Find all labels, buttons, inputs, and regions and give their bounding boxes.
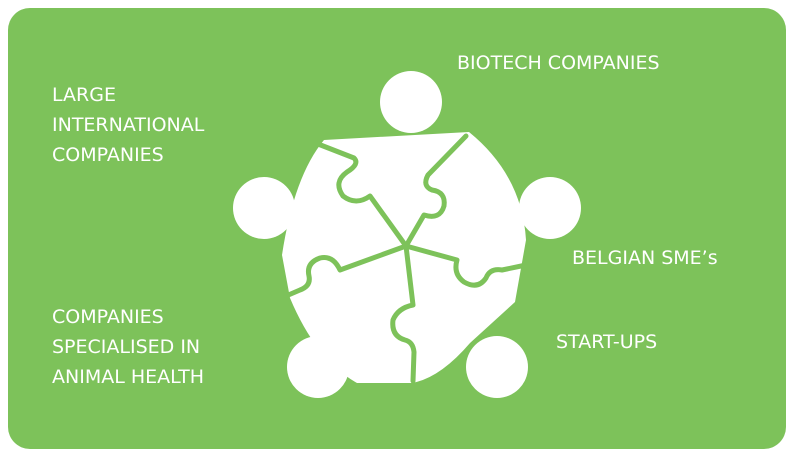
label-line: COMPANIES <box>52 306 164 328</box>
head-belgian <box>519 177 581 239</box>
seam-top-left <box>315 141 409 249</box>
seam-top-right <box>403 133 469 249</box>
label-belgian-smes: BELGIAN SME’s <box>572 247 718 269</box>
label-line: SPECIALISED IN <box>52 336 201 358</box>
head-startups <box>466 336 528 398</box>
label-large-international-companies: LARGE INTERNATIONAL COMPANIES <box>52 80 204 170</box>
label-line: LARGE <box>52 84 116 106</box>
label-line: INTERNATIONAL <box>52 114 205 136</box>
seam-bottom <box>390 243 417 384</box>
puzzle-seams <box>283 133 529 384</box>
label-line: ANIMAL HEALTH <box>52 366 204 388</box>
seam-left <box>283 243 409 299</box>
label-line: COMPANIES <box>52 144 164 166</box>
seam-right <box>403 243 529 288</box>
label-animal-health-companies: COMPANIES SPECIALISED IN ANIMAL HEALTH <box>52 302 204 392</box>
head-large <box>233 177 295 239</box>
label-start-ups: START-UPS <box>556 331 658 353</box>
head-biotech <box>380 71 442 133</box>
label-biotech-companies: BIOTECH COMPANIES <box>457 52 660 74</box>
